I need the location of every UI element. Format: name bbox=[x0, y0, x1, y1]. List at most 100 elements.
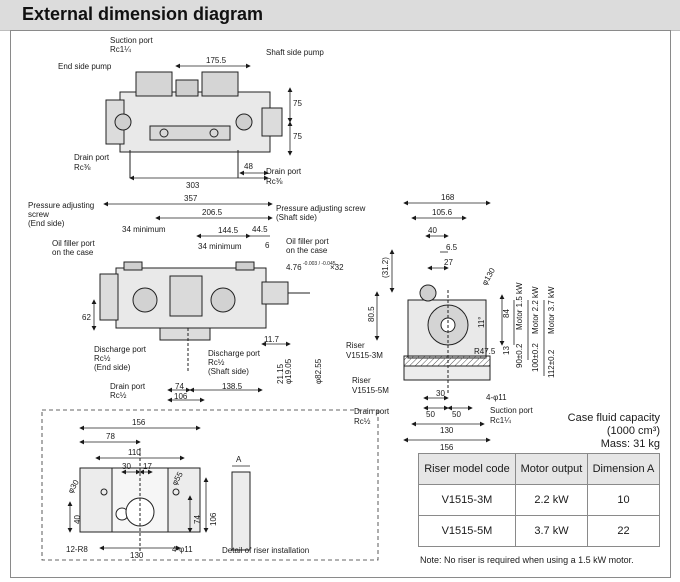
det-dim-78: 78 bbox=[106, 432, 115, 441]
dim-138-5: 138.5 bbox=[222, 382, 243, 391]
det-dim-40: 40 bbox=[73, 515, 82, 524]
header-dimension-a: Dimension A bbox=[586, 453, 661, 485]
capacity-line-1: Case fluid capacity bbox=[567, 412, 660, 424]
det-dim-110: 110 bbox=[128, 448, 141, 457]
dim-130-dia: φ130 bbox=[480, 266, 497, 287]
top-view-dimensions bbox=[129, 63, 293, 181]
oil-filler-right-label-2: on the case bbox=[286, 246, 328, 255]
oil-filler-left-label: Oil filler port bbox=[52, 239, 95, 248]
header-model-code: Riser model code bbox=[418, 453, 516, 485]
side-view-dimensions bbox=[374, 200, 545, 443]
dim-144-5: 144.5 bbox=[218, 226, 239, 235]
dim-11-deg: 11° bbox=[477, 316, 486, 328]
dim-11-7: 11.7 bbox=[264, 335, 280, 344]
drain-port-a-size: Rc⅜ bbox=[74, 163, 91, 172]
dim-31-2: (31.2) bbox=[381, 257, 390, 278]
shaft-dia-1: φ19.05 bbox=[284, 358, 293, 384]
motor-1-5-label: Motor 1.5 kW bbox=[515, 282, 524, 330]
drain-port-a-label: Drain port bbox=[74, 153, 110, 162]
det-dim-130: 130 bbox=[130, 551, 144, 560]
dim-75a: 75 bbox=[293, 99, 302, 108]
header-motor-output: Motor output bbox=[514, 453, 588, 485]
dim-34-min-a: 34 minimum bbox=[122, 225, 166, 234]
dim-112: 112±0.2 bbox=[547, 349, 556, 378]
cell-motor-output: 2.2 kW bbox=[514, 484, 588, 516]
discharge-shaft-label-3: (Shaft side) bbox=[208, 367, 249, 376]
pressure-screw-shaft-label-2: (Shaft side) bbox=[276, 213, 317, 222]
suction-port-label: Suction port bbox=[110, 36, 153, 45]
dim-90: 90±0.2 bbox=[515, 343, 524, 368]
suction-port-size: Rc1¼ bbox=[110, 45, 131, 54]
r-corner-label: R47.5 bbox=[474, 347, 496, 356]
dim-6: 6 bbox=[265, 241, 270, 250]
det-dim-74: 74 bbox=[193, 515, 202, 524]
top-view bbox=[105, 71, 283, 178]
riser-3m-code: V1515-3M bbox=[346, 351, 383, 360]
dim-80-5: 80.5 bbox=[367, 306, 376, 322]
motor-2-2-label: Motor 2.2 kW bbox=[531, 286, 540, 334]
dim-30-side: 30 bbox=[436, 389, 445, 398]
discharge-shaft-label: Discharge port bbox=[208, 349, 261, 358]
dim-21-15: 21.15 bbox=[276, 363, 285, 384]
cell-dimension-a: 10 bbox=[586, 484, 661, 516]
cell-model-code: V1515-5M bbox=[418, 515, 516, 547]
drain-port-b-size: Rc⅜ bbox=[266, 177, 283, 186]
case-capacity-block: Case fluid capacity (1000 cm³) Mass: 31 … bbox=[568, 412, 660, 451]
det-dim-30-dia: φ30 bbox=[66, 478, 81, 495]
det-dim-30: 30 bbox=[122, 462, 131, 471]
dim-357: 357 bbox=[184, 194, 198, 203]
motor-3-7-label: Motor 3.7 kW bbox=[547, 286, 556, 334]
dim-a-label: A bbox=[236, 455, 242, 464]
dim-40: 40 bbox=[428, 226, 437, 235]
front-view-dimensions bbox=[91, 201, 291, 403]
dim-44-5: 44.5 bbox=[252, 225, 268, 234]
cell-model-code: V1515-3M bbox=[418, 484, 516, 516]
key-size: 4.76 bbox=[286, 263, 302, 272]
dim-27: 27 bbox=[444, 258, 453, 267]
pressure-screw-end-label-3: (End side) bbox=[28, 219, 65, 228]
table-row: V1515-5M 3.7 kW 22 bbox=[418, 515, 661, 547]
riser-5m-label: Riser bbox=[352, 376, 371, 385]
dim-175-5: 175.5 bbox=[206, 56, 227, 65]
det-dim-106: 106 bbox=[209, 512, 218, 526]
detail-caption: Detail of riser installation bbox=[222, 546, 309, 555]
riser-detail bbox=[79, 448, 251, 552]
drain-port-d-label: Drain port bbox=[354, 407, 390, 416]
drain-port-c-size: Rc½ bbox=[110, 391, 127, 400]
dim-156-side: 156 bbox=[440, 443, 454, 452]
end-side-pump-label: End side pump bbox=[58, 62, 112, 71]
dim-74: 74 bbox=[175, 382, 184, 391]
dim-6-5: 6.5 bbox=[446, 243, 458, 252]
dim-50b: 50 bbox=[452, 410, 461, 419]
dim-75b: 75 bbox=[293, 132, 302, 141]
bolt-holes-detail: 4-φ11 bbox=[172, 545, 193, 554]
capacity-line-3: Mass: 31 kg bbox=[600, 438, 660, 450]
pressure-screw-end-label: Pressure adjusting bbox=[28, 201, 94, 210]
riser-table-header-row: Riser model code Motor output Dimension … bbox=[418, 453, 661, 485]
riser-detail-dimensions bbox=[67, 425, 250, 551]
dim-13: 13 bbox=[502, 346, 511, 355]
shaft-dia-2: φ82.55 bbox=[314, 358, 323, 384]
r-note-label: 12-R8 bbox=[66, 545, 88, 554]
riser-detail-box bbox=[41, 409, 379, 561]
oil-filler-right-label: Oil filler port bbox=[286, 237, 329, 246]
side-view bbox=[403, 284, 491, 395]
dim-48: 48 bbox=[244, 162, 253, 171]
front-view bbox=[99, 261, 310, 372]
dim-130-side: 130 bbox=[440, 426, 454, 435]
dim-62: 62 bbox=[82, 313, 91, 322]
dim-100: 100±0.2 bbox=[531, 343, 540, 372]
pressure-screw-end-label-2: screw bbox=[28, 210, 49, 219]
drain-port-d-size: Rc½ bbox=[354, 417, 371, 426]
dim-106: 106 bbox=[174, 392, 188, 401]
dim-50a: 50 bbox=[426, 410, 435, 419]
pressure-screw-shaft-label: Pressure adjusting screw bbox=[276, 204, 366, 213]
dim-168: 168 bbox=[441, 193, 455, 202]
dim-206-5: 206.5 bbox=[202, 208, 223, 217]
dim-303: 303 bbox=[186, 181, 200, 190]
key-size-tol: -0.003 / -0.045 bbox=[303, 261, 336, 267]
discharge-end-label-3: (End side) bbox=[94, 363, 131, 372]
header-bar: External dimension diagram bbox=[0, 0, 680, 31]
discharge-end-label-2: Rc½ bbox=[94, 354, 111, 363]
dim-105-6: 105.6 bbox=[432, 208, 453, 217]
